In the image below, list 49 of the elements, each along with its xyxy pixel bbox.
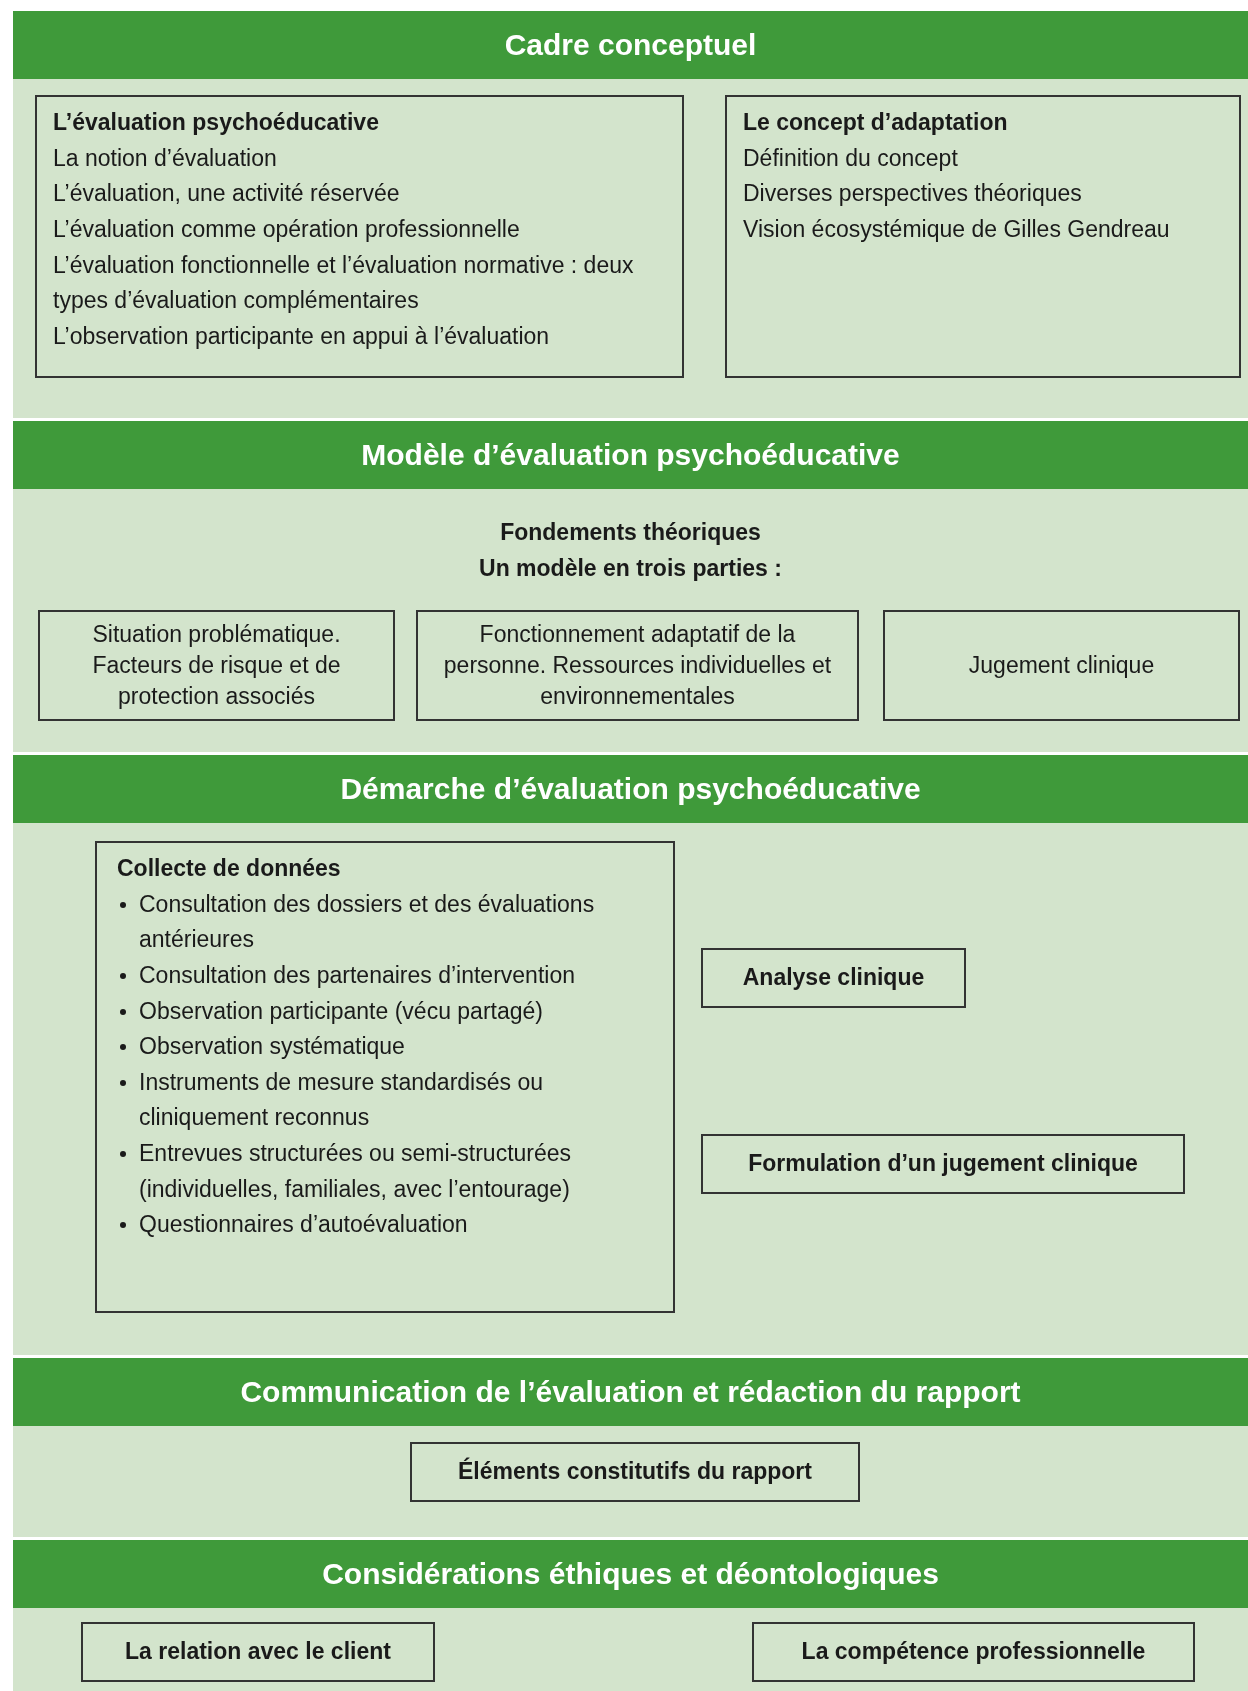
list-item: Diverses perspectives théoriques — [743, 179, 1083, 209]
box-label: Formulation d’un jugement clinique — [748, 1149, 1138, 1179]
list-item: Définition du concept — [743, 143, 959, 173]
box-label: Situation problématique. Facteurs de risque et de protection associés — [91, 619, 342, 711]
text-box — [701, 1134, 1185, 1194]
box-heading: L’évaluation psychoéducative — [53, 108, 380, 137]
section-panel — [13, 11, 1248, 418]
bullet-item: Observation participante (vécu partagé) — [117, 993, 653, 1030]
section-panel — [13, 1358, 1248, 1537]
text-box — [81, 1622, 435, 1682]
bullet-item: Consultation des dossiers et des évaluations antérieures — [117, 886, 653, 958]
list-item: L’évaluation, une activité réservée — [53, 179, 401, 209]
section-header: Cadre conceptuel — [13, 11, 1248, 79]
box-heading: Le concept d’adaptation — [743, 108, 1009, 137]
box-label: La relation avec le client — [125, 1637, 391, 1667]
box-label: Éléments constitutifs du rapport — [458, 1456, 812, 1487]
bullet-item: Consultation des partenaires d’intervention — [117, 957, 653, 994]
list-item: L’observation participante en appui à l’évaluation — [53, 321, 551, 351]
topic-box — [725, 95, 1241, 378]
bullet-item: Questionnaires d’autoévaluation — [117, 1207, 653, 1244]
text-box — [701, 948, 966, 1008]
section-header: Considérations éthiques et déontologiques — [13, 1540, 1248, 1608]
text-box — [752, 1622, 1195, 1682]
bullet-item: Instruments de mesure standardisés ou cliniquement reconnus — [117, 1064, 653, 1137]
section-panel — [13, 755, 1248, 1355]
section-header: Modèle d’évaluation psychoéducative — [13, 421, 1248, 489]
section-panel — [13, 1540, 1248, 1691]
subheading: Un modèle en trois parties : — [478, 555, 783, 582]
topic-box — [35, 95, 684, 378]
section-panel — [13, 421, 1248, 752]
bullet-item: Entrevues structurées ou semi-structurées (individuelles, familiales, avec l’entourage) — [117, 1136, 653, 1208]
list-item: L’évaluation fonctionnelle et l’évaluation normative : deux types d’évaluation complémentaires — [53, 250, 635, 316]
text-box — [883, 610, 1240, 721]
text-box — [410, 1442, 860, 1502]
section-header: Communication de l’évaluation et rédaction du rapport — [13, 1358, 1248, 1426]
box-label: La compétence professionnelle — [801, 1637, 1146, 1667]
box-heading: Collecte de données — [117, 854, 342, 883]
box-label: Fonctionnement adaptatif de la personne. Ressources individuelles et environnementales — [442, 619, 833, 711]
text-box — [416, 610, 859, 721]
box-label: Jugement clinique — [968, 650, 1155, 680]
section-header: Démarche d’évaluation psychoéducative — [13, 755, 1248, 823]
list-item: La notion d’évaluation — [53, 143, 278, 173]
topic-box — [95, 841, 675, 1313]
box-label: Analyse clinique — [742, 963, 925, 993]
bullet-item: Observation systématique — [117, 1029, 653, 1065]
text-box — [38, 610, 395, 721]
subheading: Fondements théoriques — [499, 519, 762, 546]
list-item: L’évaluation comme opération professionnelle — [53, 214, 521, 244]
list-item: Vision écosystémique de Gilles Gendreau — [743, 214, 1171, 244]
